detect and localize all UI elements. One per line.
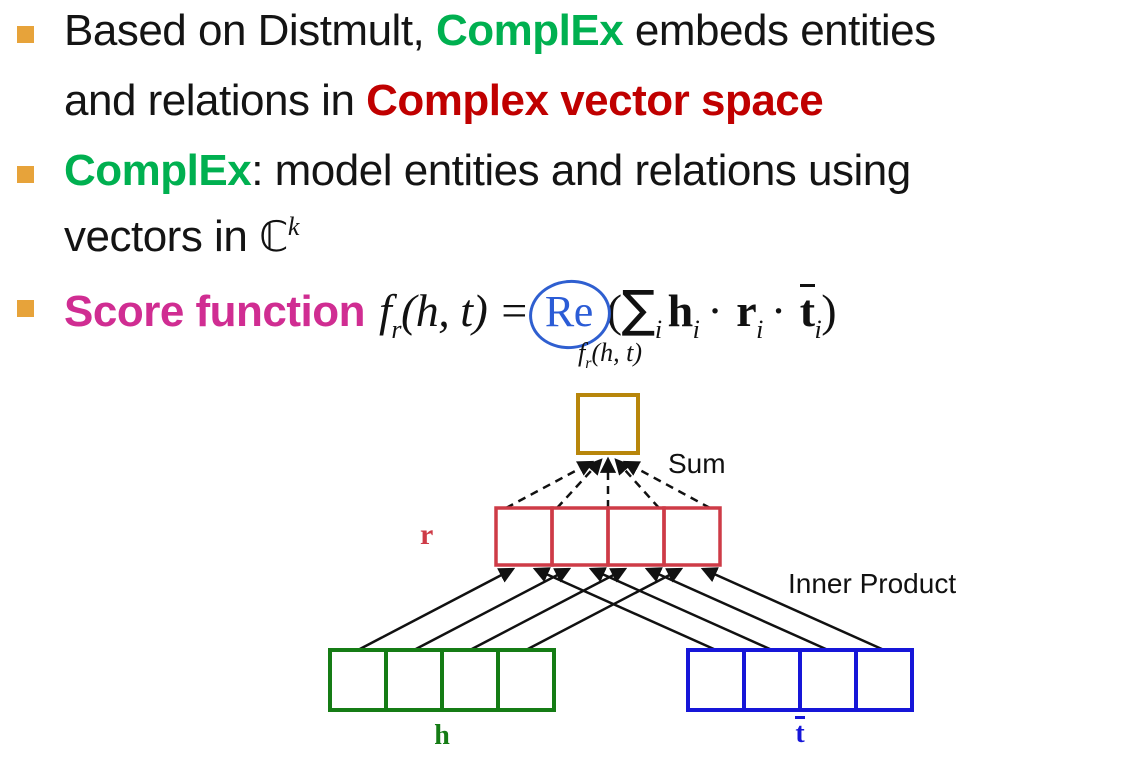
inner-product-arrow-t-4 xyxy=(700,567,885,652)
r-vector-cell-3 xyxy=(606,506,666,567)
h-vector-cell-4 xyxy=(496,648,556,712)
complex-vector-space-text: Complex vector space xyxy=(366,76,824,125)
inner-product-label: Inner Product xyxy=(788,568,957,599)
text-based-on-distmult: Based on Distmult, xyxy=(64,6,436,55)
sum-arrow-dashed-4 xyxy=(614,458,660,509)
text-embeds-entities: embeds entities xyxy=(623,6,936,55)
bullet-marker-2 xyxy=(17,166,34,183)
formula-h-subscript: i xyxy=(692,315,700,344)
formula-t-conjugate-vector: t xyxy=(799,284,815,336)
formula-f: f xyxy=(379,285,392,336)
inner-product-arrow-t-1 xyxy=(532,567,717,652)
inner-product-arrow-h-4 xyxy=(525,567,684,652)
formula-left-side: fr(h, t) = xyxy=(379,285,529,343)
t-vector-cell-1 xyxy=(686,648,746,712)
dimension-superscript: k xyxy=(287,212,300,241)
score-function-label: Score function xyxy=(64,287,366,336)
complex-field-symbol: ℂ xyxy=(259,212,288,261)
complex-name-green-2: ComplEx xyxy=(64,146,252,195)
h-vector-label: h xyxy=(434,720,450,751)
output-formula-f: f xyxy=(577,338,586,367)
t-arrows-group xyxy=(532,567,885,652)
formula-re-circled: Re xyxy=(541,286,597,337)
formula-sum-symbol: ∑ xyxy=(621,280,656,338)
formula-dot-2: · xyxy=(770,285,786,336)
formula-sum-subscript: i xyxy=(654,315,662,344)
formula-t-subscript: i xyxy=(814,315,822,344)
r-vector-label: r xyxy=(420,518,434,551)
bullet2-line2: vectors in ℂk xyxy=(64,212,299,262)
formula-open-paren: ( xyxy=(606,285,622,336)
t-vector-cell-2 xyxy=(742,648,802,712)
h-vector-cell-2 xyxy=(384,648,444,712)
h-vector-cell-3 xyxy=(440,648,500,712)
formula-dot-1: · xyxy=(707,285,723,336)
sum-label: Sum xyxy=(668,448,726,479)
text-and-relations-in: and relations in xyxy=(64,76,367,125)
inner-product-arrow-h-2 xyxy=(413,567,572,652)
t-bar-text: t xyxy=(795,716,805,749)
r-vector-cell-4 xyxy=(662,506,722,567)
inner-product-arrow-h-1 xyxy=(357,567,516,652)
text-model-entities: : model entities and relations using xyxy=(251,146,911,195)
bullet2-line1: ComplEx: model entities and relations us… xyxy=(64,146,911,196)
t-vector-cell-3 xyxy=(798,648,858,712)
inner-product-arrow-t-3 xyxy=(644,567,829,652)
t-vector-row xyxy=(686,648,914,712)
formula-h-vector: h xyxy=(667,285,694,336)
complex-score-diagram: fr(h, t) Sum Inner Product r h t xyxy=(0,338,1148,757)
t-vector-label: t xyxy=(688,716,912,750)
formula-f-subscript: r xyxy=(391,315,401,344)
sum-arrows-group xyxy=(505,456,711,510)
output-formula-args: (h, t) xyxy=(591,338,642,367)
diagram-canvas xyxy=(328,393,914,712)
formula-r-vector: r xyxy=(736,285,757,336)
text-vectors-in: vectors in xyxy=(64,212,260,261)
r-vector-row xyxy=(494,506,722,567)
bullet1-line1: Based on Distmult, ComplEx embeds entiti… xyxy=(64,6,936,56)
bullet-marker-1 xyxy=(17,26,34,43)
t-vector-cell-4 xyxy=(854,648,914,712)
bullet1-line2: and relations in Complex vector space xyxy=(64,76,824,126)
inner-product-arrow-t-2 xyxy=(588,567,773,652)
r-vector-cell-1 xyxy=(494,506,554,567)
bullet-marker-3 xyxy=(17,300,34,317)
formula-close-paren: ) xyxy=(821,285,837,336)
formula-args-equals: (h, t) = xyxy=(400,285,529,336)
output-formula-sub: r xyxy=(585,355,592,372)
h-arrows-group xyxy=(357,567,684,652)
complex-name-green: ComplEx xyxy=(436,6,624,55)
sum-arrow-dashed-1 xyxy=(505,460,595,510)
formula-r-subscript: i xyxy=(756,315,763,344)
output-node xyxy=(576,393,640,455)
sum-arrow-dashed-5 xyxy=(622,460,711,510)
sum-arrow-dashed-2 xyxy=(556,458,603,509)
h-vector-cell-1 xyxy=(328,648,388,712)
output-formula-label: fr(h, t) xyxy=(545,338,675,373)
r-vector-cell-2 xyxy=(550,506,610,567)
inner-product-arrow-h-3 xyxy=(469,567,628,652)
h-vector-row xyxy=(328,648,556,712)
